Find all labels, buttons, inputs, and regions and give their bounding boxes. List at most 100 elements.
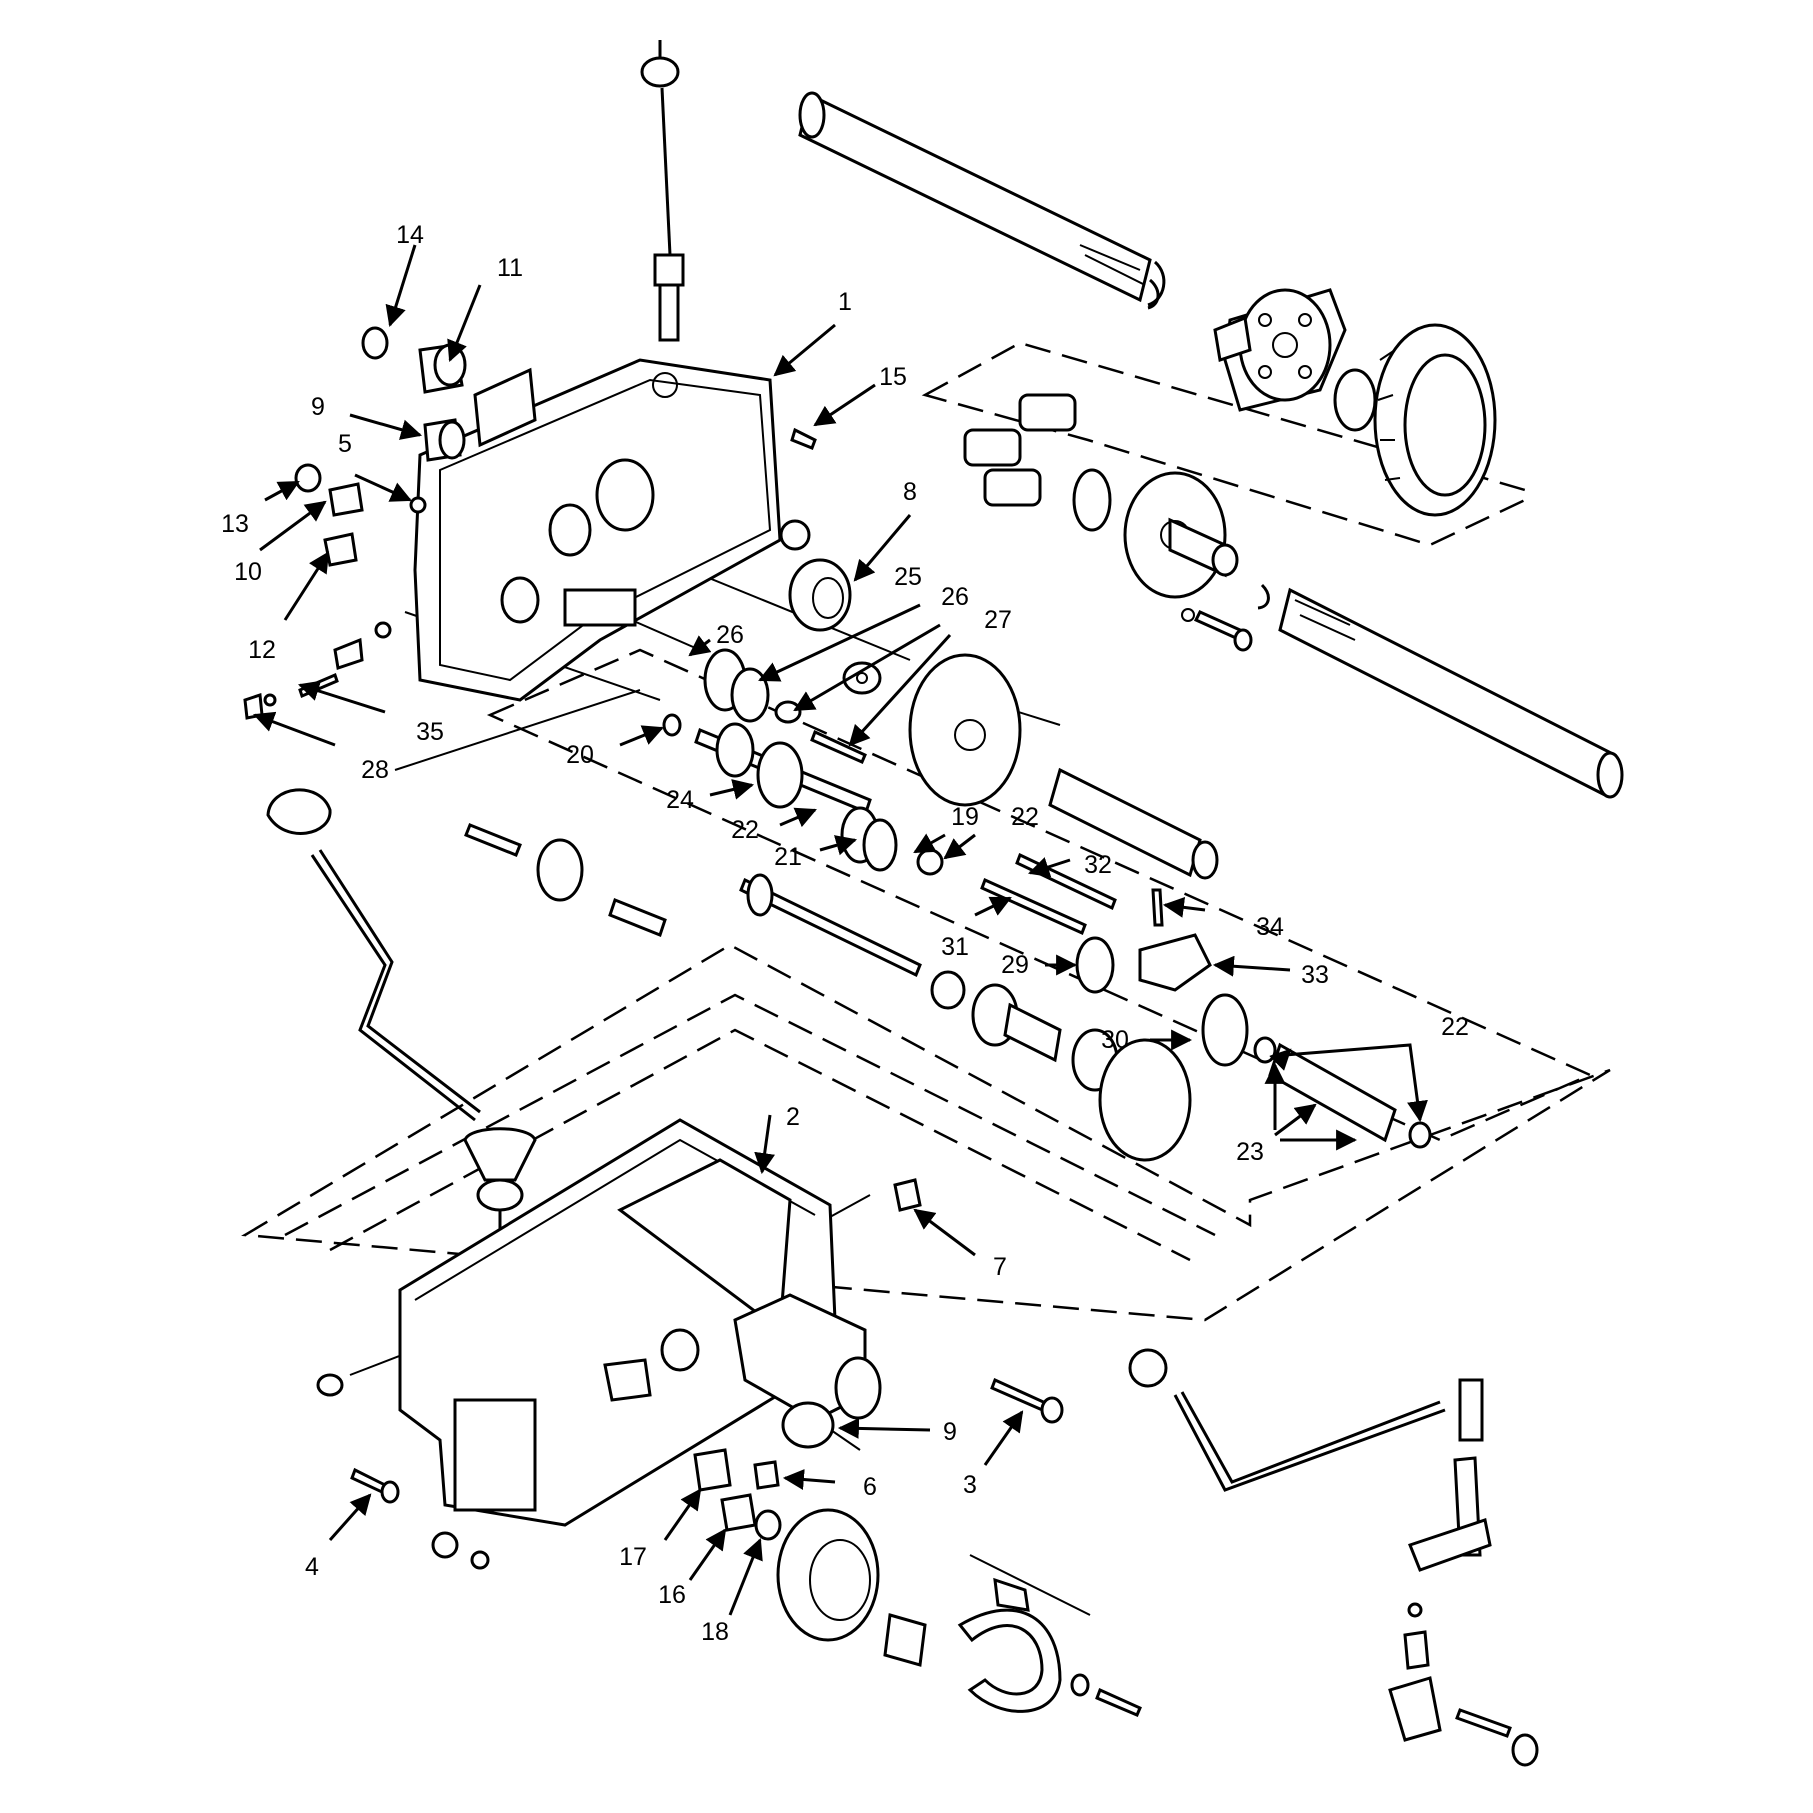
washer-14 — [361, 326, 389, 360]
callout-32: 32 — [1084, 851, 1112, 879]
brake-band — [957, 1577, 1062, 1713]
brake-pad — [883, 1613, 927, 1667]
callout-7: 7 — [993, 1253, 1007, 1281]
bearing-9-upper — [423, 418, 466, 462]
bushing-17 — [693, 1448, 732, 1492]
bolt-4 — [350, 1467, 400, 1504]
brake-bolt — [1070, 1673, 1142, 1717]
seal-18 — [754, 1509, 782, 1541]
callout-25: 25 — [894, 563, 922, 591]
bearing-11 — [418, 343, 467, 394]
callout-33: 33 — [1301, 961, 1329, 989]
screw-left — [316, 1373, 344, 1397]
bearing-9-lower — [781, 1401, 835, 1449]
callout-4: 4 — [305, 1553, 319, 1581]
case-group-outline-inner2 — [329, 1028, 1191, 1262]
spacer-26 — [774, 700, 802, 724]
dipstick — [640, 40, 685, 342]
callout-8: 8 — [903, 478, 917, 506]
callout-12: 12 — [248, 636, 276, 664]
case-group-outline-inner — [284, 993, 1216, 1237]
snap-ring-upper — [1147, 278, 1160, 310]
callout-10: 10 — [234, 558, 262, 586]
callout-28: 28 — [361, 756, 389, 784]
callout-24: 24 — [666, 786, 694, 814]
washer-upper — [842, 661, 882, 695]
callout-30: 30 — [1101, 1026, 1129, 1054]
washer-13 — [294, 463, 322, 493]
large-gear-lower — [1098, 1038, 1192, 1162]
shaft-pin-27 — [810, 729, 867, 764]
callout-27: 27 — [984, 606, 1012, 634]
bearing-10 — [328, 482, 364, 517]
cluster-gear-25 — [703, 648, 770, 723]
vent-7 — [893, 1178, 922, 1212]
callout-11: 11 — [497, 254, 523, 282]
roll-pin-34 — [1151, 888, 1164, 927]
callout-19: 19 — [951, 803, 979, 831]
countershaft — [739, 873, 922, 978]
gear-cluster-lower — [930, 970, 1119, 1092]
ring-gear — [1373, 323, 1497, 517]
callout-23: 23 — [1236, 1138, 1264, 1166]
snap-ring-lower — [1257, 583, 1270, 610]
lower-case-housing — [398, 1118, 882, 1527]
shift-fork-33 — [1138, 933, 1212, 992]
bearing-16 — [720, 1493, 757, 1532]
callout-29: 29 — [1001, 951, 1029, 979]
bearing-12 — [323, 532, 358, 567]
callout-13: 13 — [221, 510, 249, 538]
ball-5 — [409, 496, 427, 514]
idler-gear-28 — [464, 823, 667, 937]
brake-drum — [776, 1508, 880, 1642]
callout-6: 6 — [863, 1473, 877, 1501]
gear-29 — [1075, 936, 1115, 994]
callout-26-left: 26 — [716, 621, 744, 649]
plug-6 — [753, 1460, 780, 1490]
pin-15 — [790, 427, 817, 450]
callout-34: 34 — [1256, 913, 1284, 941]
callout-arrows — [253, 244, 1428, 1616]
callout-5: 5 — [338, 430, 352, 458]
callout-9-lower: 9 — [943, 1418, 957, 1446]
planet-gears — [963, 393, 1112, 532]
screw-bottom — [431, 1531, 490, 1570]
gear-30 — [1201, 993, 1249, 1067]
brake-lever-right — [1128, 1348, 1539, 1767]
spacer-19 — [916, 848, 944, 876]
axle-shaft-lower — [1278, 587, 1624, 799]
case-group-outline-outer — [241, 943, 1611, 1322]
callout-1: 1 — [838, 288, 852, 316]
callout-31: 31 — [941, 933, 969, 961]
gear-21 — [840, 806, 898, 872]
callout-26-right: 26 — [941, 583, 969, 611]
callout-3: 3 — [963, 1471, 977, 1499]
differential-carrier-lower — [1123, 471, 1239, 599]
callout-16: 16 — [658, 1581, 686, 1609]
differential-group-outline — [921, 341, 1527, 547]
shift-rod-31 — [980, 877, 1087, 936]
bolt-3 — [990, 1377, 1064, 1424]
callout-20: 20 — [566, 741, 594, 769]
seal-8 — [788, 558, 852, 632]
callout-22-left: 22 — [731, 816, 759, 844]
gear-train-group-outline — [486, 648, 1594, 1142]
callout-35: 35 — [416, 718, 444, 746]
input-shaft-splined — [1048, 767, 1219, 880]
callout-15: 15 — [879, 363, 907, 391]
gear-shaft-24 — [694, 722, 872, 814]
axle-shaft-upper — [798, 91, 1166, 307]
callout-22-right: 22 — [1441, 1013, 1469, 1041]
upper-case-housing — [413, 358, 811, 702]
callout-17: 17 — [619, 1543, 647, 1571]
callout-18: 18 — [701, 1618, 729, 1646]
dashed-group-outlines — [241, 341, 1611, 1322]
shift-lever-left — [266, 788, 537, 1245]
callout-21: 21 — [774, 843, 802, 871]
callout-22-mid: 22 — [1011, 803, 1039, 831]
callout-14: 14 — [396, 221, 424, 249]
pinion-small-upper — [1333, 368, 1377, 432]
callout-9-upper: 9 — [311, 393, 325, 421]
callout-labels: 14 11 1 15 9 5 13 10 12 8 25 26 27 26 35… — [221, 221, 1469, 1646]
